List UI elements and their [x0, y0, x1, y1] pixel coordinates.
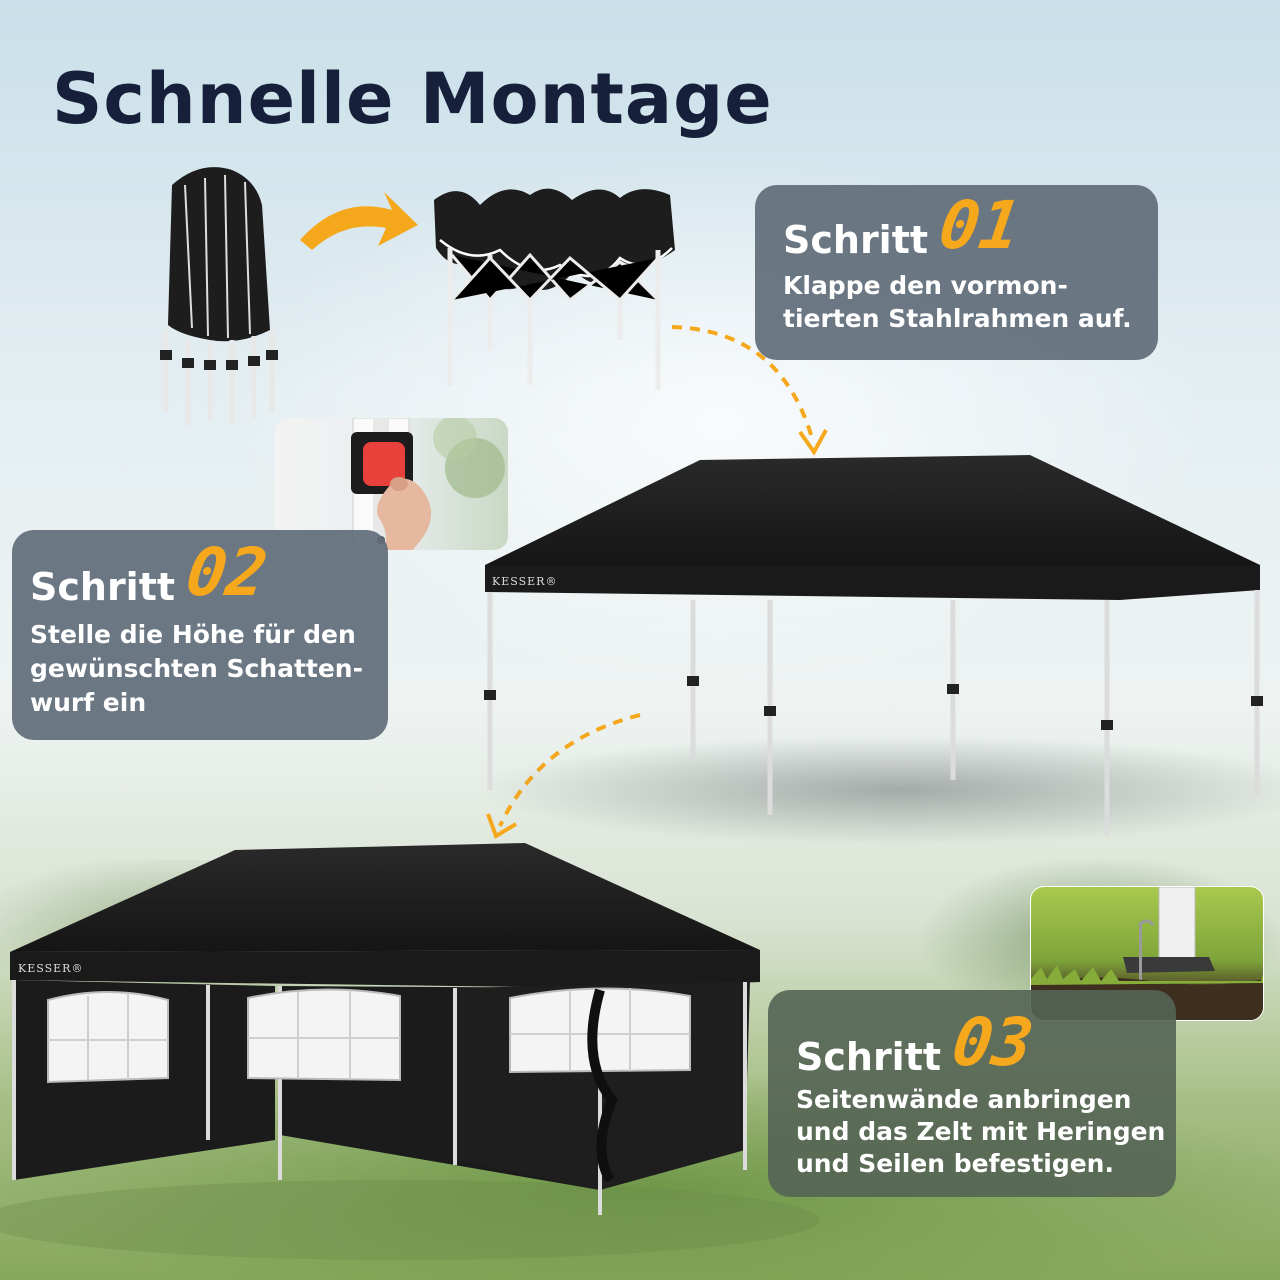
brand-label-bottom: KESSER® [18, 962, 84, 975]
step-2-text: Stelle die Höhe für den gewünschten Scha… [30, 620, 363, 717]
step-2-number: 02 [181, 534, 273, 611]
step-1-panel: Schritt 01 Klappe den vormon-tierten Sta… [755, 185, 1158, 360]
step-2-word: Schritt [30, 565, 176, 609]
step-1-word: Schritt [783, 218, 929, 262]
step-3-word: Schritt [796, 1035, 942, 1079]
step-3-panel: Schritt 03 Seitenwände anbringen und das… [768, 990, 1176, 1197]
stake-icon [1139, 923, 1142, 1017]
dashed-curve-arrow-down-icon [671, 325, 814, 439]
step-2-panel: Schritt 02 Stelle die Höhe für den gewün… [12, 530, 388, 740]
page-title: Schnelle Montage [52, 58, 773, 140]
step-1-text: Klappe den vormon-tierten Stahlrahmen au… [783, 271, 1132, 333]
step-1-number: 01 [934, 187, 1026, 264]
step-1-heading: Schritt 01 [783, 187, 1025, 264]
curved-arrow-right-icon [300, 192, 418, 250]
tent-with-sidewalls [0, 843, 820, 1260]
folded-tent-icon [160, 167, 278, 425]
step-3-text: Seitenwände anbringen und das Zelt mit H… [796, 1085, 1166, 1178]
step-3-number: 03 [947, 1004, 1039, 1081]
step-3-heading: Schritt 03 [796, 1004, 1038, 1081]
release-button-icon [363, 442, 405, 486]
tent-canopy-middle [480, 455, 1280, 845]
brand-label-middle: KESSER® [492, 575, 558, 588]
unfolding-frame-icon [434, 188, 675, 390]
release-button-photo [275, 418, 508, 550]
step-2-heading: Schritt 02 [30, 534, 272, 611]
window-icon [47, 987, 691, 1084]
